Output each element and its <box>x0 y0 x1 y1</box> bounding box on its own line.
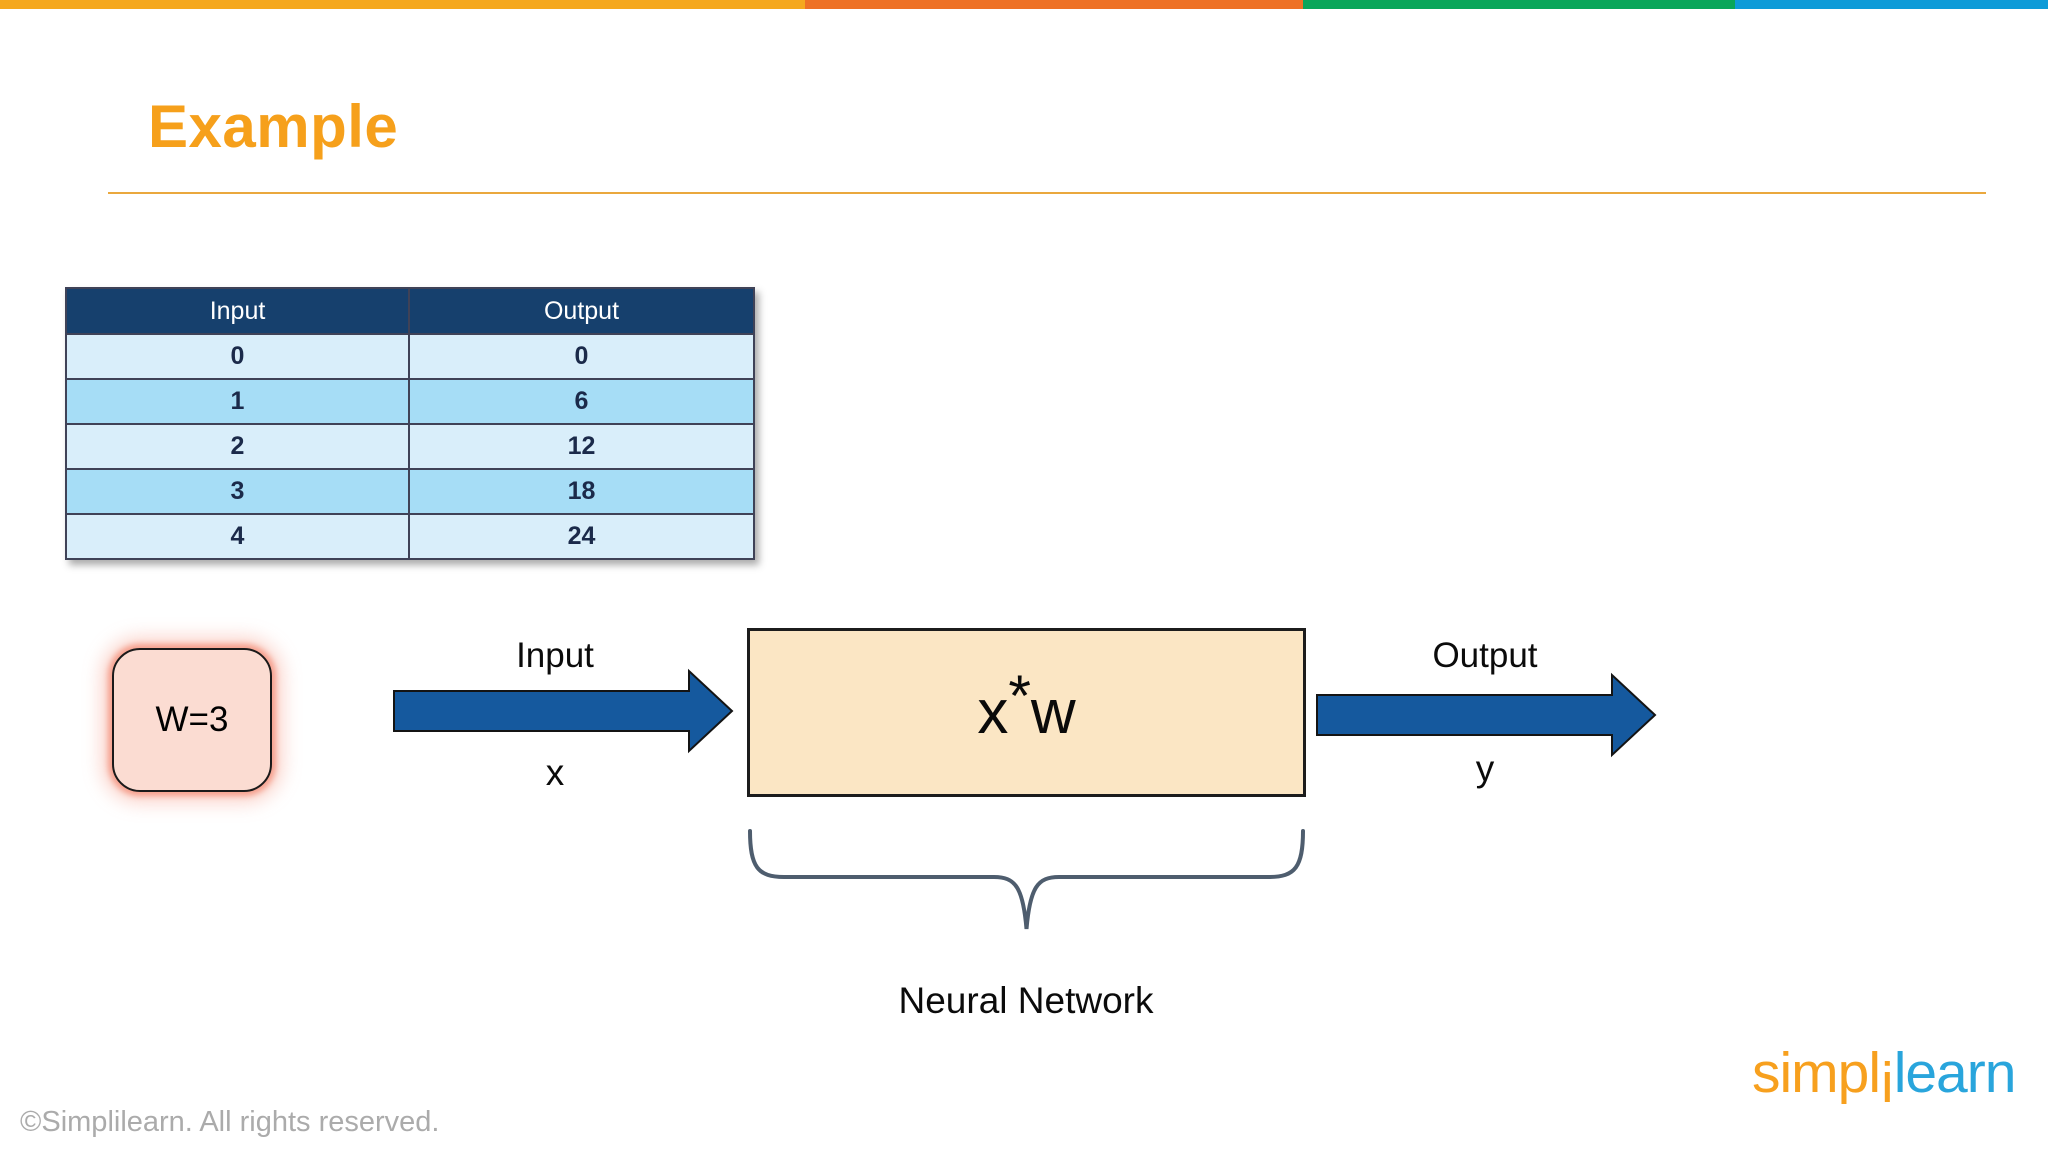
simplilearn-logo: simplilearn <box>1752 1040 2017 1115</box>
io-table: Input Output 0 0 1 6 2 12 3 18 4 <box>65 287 755 560</box>
top-bar-segment-orange <box>805 0 1303 9</box>
neural-network-box: x*w <box>747 628 1306 797</box>
top-color-bar <box>0 0 2048 9</box>
output-arrow-label: Output <box>1432 636 1538 675</box>
output-arrow <box>1316 672 1657 758</box>
cell-input-3: 3 <box>65 468 410 515</box>
neural-network-caption: Neural Network <box>898 980 1154 1021</box>
brace-path <box>748 829 1305 930</box>
cell-input-0: 0 <box>65 333 410 380</box>
output-variable-label: y <box>1475 748 1495 789</box>
table-header-input: Input <box>65 287 410 335</box>
table-row: 0 0 <box>65 333 755 380</box>
output-arrow-shape <box>1316 672 1657 758</box>
logo-part-i: i <box>1881 1050 1894 1115</box>
table-row: 2 12 <box>65 423 755 470</box>
input-arrow-shape <box>393 668 734 754</box>
copyright-text: ©Simplilearn. All rights reserved. <box>20 1106 440 1138</box>
cell-input-1: 1 <box>65 378 410 425</box>
input-variable-label: x <box>545 752 565 793</box>
top-bar-segment-blue <box>1735 0 2048 9</box>
cell-output-1: 6 <box>408 378 755 425</box>
table-row: 3 18 <box>65 468 755 515</box>
weight-box: W=3 <box>112 648 272 792</box>
weight-box-label: W=3 <box>155 700 229 739</box>
title-underline <box>108 192 1986 194</box>
table-header-row: Input Output <box>65 287 755 335</box>
cell-output-4: 24 <box>408 513 755 560</box>
table-header-output: Output <box>408 287 755 335</box>
logo-part-learn: learn <box>1893 1041 2017 1105</box>
top-bar-segment-yellow <box>0 0 805 9</box>
network-box-multiply-sign: * <box>1008 664 1031 729</box>
top-bar-segment-green <box>1303 0 1735 9</box>
logo-part-simpl: simpl <box>1752 1041 1881 1105</box>
cell-input-2: 2 <box>65 423 410 470</box>
network-box-term-w: w <box>1030 678 1076 747</box>
cell-input-4: 4 <box>65 513 410 560</box>
page-title: Example <box>148 93 399 160</box>
cell-output-2: 12 <box>408 423 755 470</box>
cell-output-0: 0 <box>408 333 755 380</box>
network-box-term-x: x <box>977 678 1009 747</box>
table-row: 1 6 <box>65 378 755 425</box>
brace-icon <box>748 829 1305 930</box>
input-arrow-label: Input <box>516 636 594 675</box>
cell-output-3: 18 <box>408 468 755 515</box>
input-arrow <box>393 668 734 754</box>
table-row: 4 24 <box>65 513 755 560</box>
